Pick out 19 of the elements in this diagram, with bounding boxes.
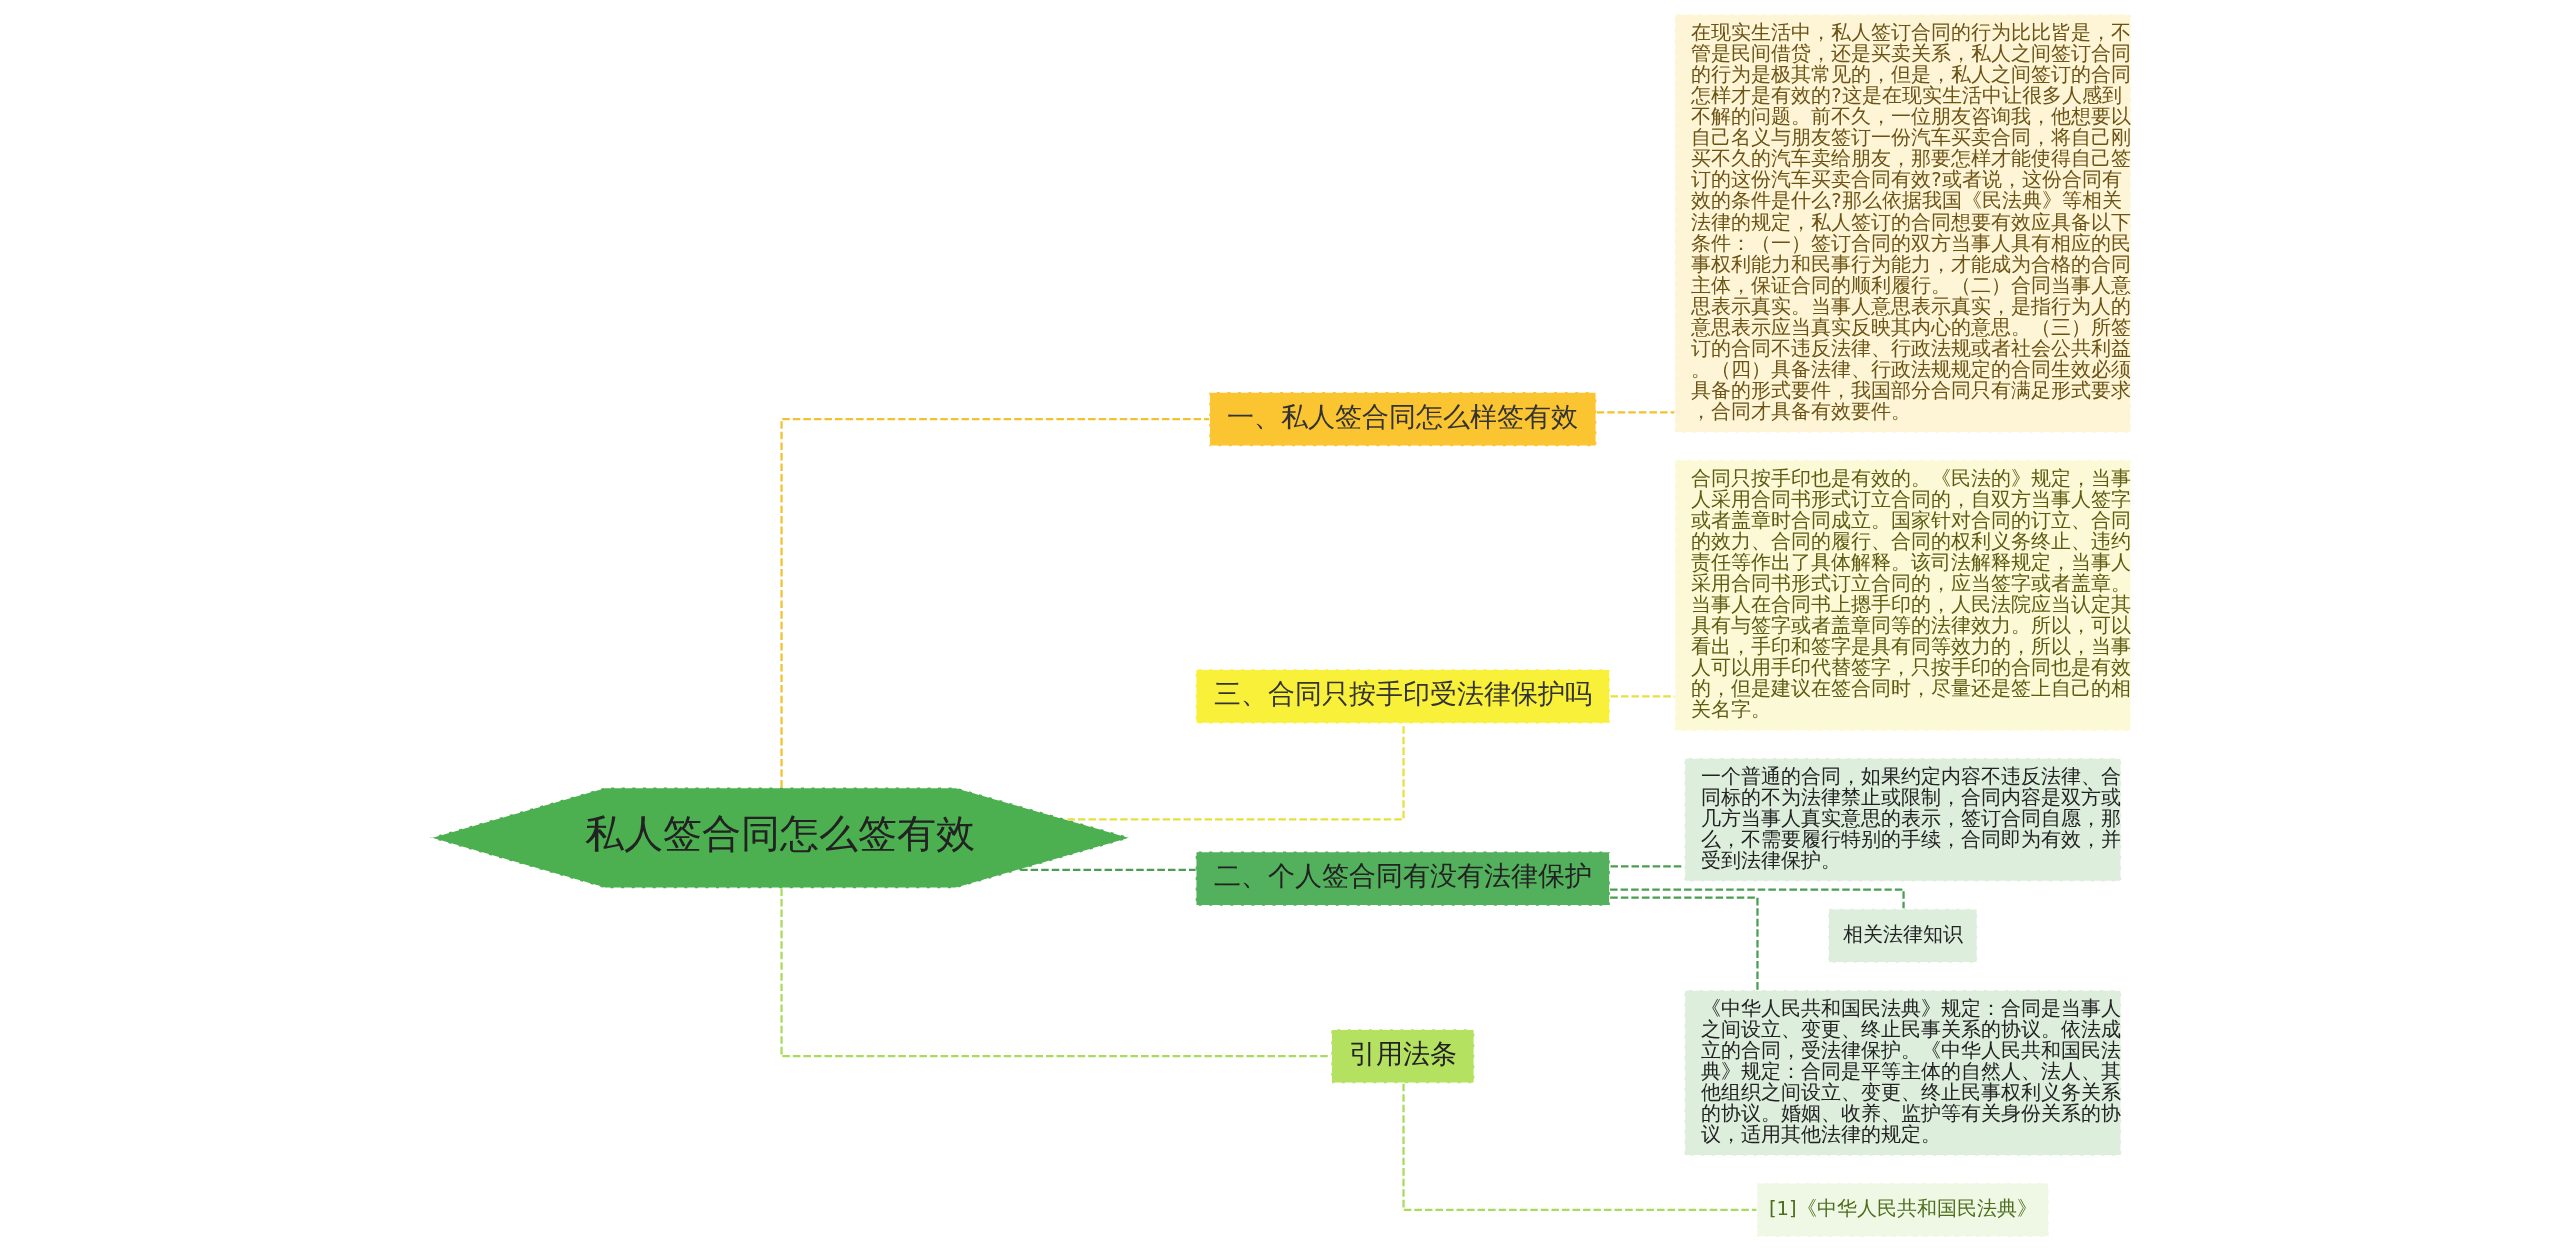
node-box: 引用法条 xyxy=(1330,1028,1475,1085)
connector xyxy=(1610,865,1684,868)
node-box: 在现实生活中，私人签订合同的行为比比皆是，不管是民间借贷，还是买卖关系，私人之间签订合同的行为是极其常见的，但是，私人之间签订的合同怎样才是有效的?这是在现实生活中让很多人感到不解的问题。前不久，一位朋友咨询我，他想要以自己名义与朋友签订一份汽车买卖合同，将自己刚买不久的汽车卖给朋友，那要怎样才能使得自己签订的这份汽车买卖合同有效?或者说，这份合同有效的条件是什么?那么依据我国《民法典》等相关法律的规定，私人签订的合同想要有效应具备以下条件：（一）签订合同的双方当事人具有相应的民事权利能力和民事行为能力，才能成为合格的合同主体，保证合同的顺利履行。（二）合同当事人意思表示真实。当事人意思表示真实，是指行为人的意思表示应当真实反映其内心的意思。（三）所签订的合同不违反法律、行政法规或者社会公共利益。（四）具备法律、行政法规规定的合同生效必须具备的形式要件，我国部分合同只有满足形式要求，合同才具备有效要件。 xyxy=(1673,13,2132,434)
node-box: 相关法律知识 xyxy=(1827,907,1978,964)
connector xyxy=(779,418,1209,788)
connector xyxy=(1019,868,1196,871)
node-box: 三、合同只按手印受法律保护吗 xyxy=(1194,668,1611,725)
node-box: 二、个人签合同有没有法律保护 xyxy=(1194,850,1611,907)
connector xyxy=(1066,723,1405,821)
connector xyxy=(1596,411,1674,414)
node-box: 一个普通的合同，如果约定内容不违反法律、合同标的不为法律禁止或限制，合同内容是双方或几方当事人真实意思的表示，签订合同自愿，那么，不需要履行特别的手续，合同即为有效，并受到法律保护。 xyxy=(1683,757,2122,883)
connector xyxy=(1609,896,1759,990)
connector xyxy=(779,888,1331,1058)
connector xyxy=(1401,1083,1756,1211)
node-box: [1]《中华人民共和国民法典》 xyxy=(1755,1182,2050,1238)
connector xyxy=(1610,695,1674,698)
node-box: 合同只按手印也是有效的。《民法的》规定，当事人采用合同书形式订立合同的，自双方当事人签字或者盖章时合同成立。国家针对合同的订立、合同的效力、合同的履行、合同的权利义务终止、违约责任等作出了具体解释。该司法解释规定，当事人采用合同书形式订立合同的，应当签字或者盖章。当事人在合同书上摁手印的，人民法院应当认定其具有与签字或者盖章同等的法律效力。所以，可以看出，手印和签字是具有同等效力的，所以，当事人可以用手印代替签字，只按手印的合同也是有效的，但是建议在签合同时，尽量还是签上自己的相关名字。 xyxy=(1673,459,2132,732)
node-box: 《中华人民共和国民法典》规定：合同是当事人之间设立、变更、终止民事关系的协议。依法成立的合同，受法律保护。《中华人民共和国民法典》规定：合同是平等主体的自然人、法人、其他组织之间设立、变更、终止民事权利义务关系的协议。婚姻、收养、监护等有关身份关系的协议，适用其他法律的规定。 xyxy=(1683,989,2122,1157)
node-box: 一、私人签合同怎么样签有效 xyxy=(1208,391,1597,448)
